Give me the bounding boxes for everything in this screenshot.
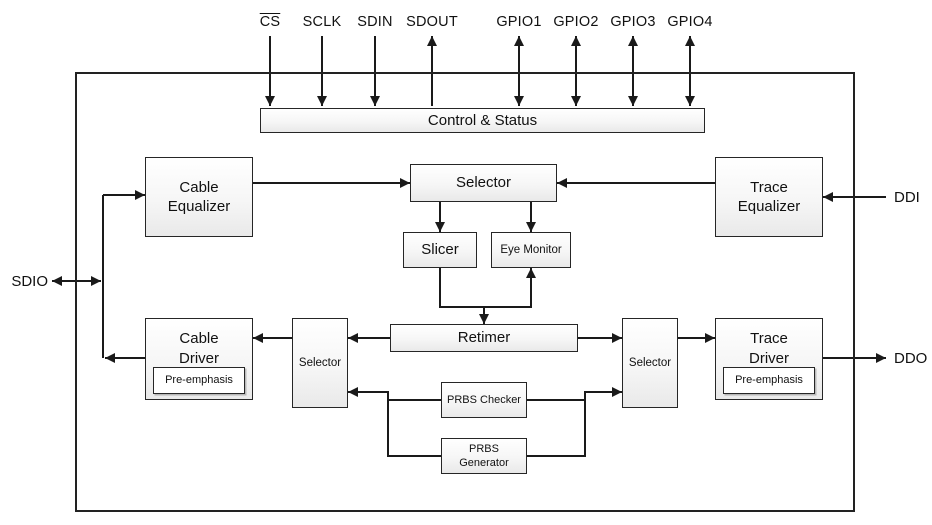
block-control-status: Control & Status xyxy=(260,108,705,133)
block-cable-driver: Cable Driver Pre-emphasis xyxy=(145,318,253,400)
line-prbs-gen-to-left-selector xyxy=(348,387,441,457)
block-prbs-generator: PRBS Generator xyxy=(441,438,527,474)
block-selector-output-right: Selector xyxy=(622,318,678,408)
pin-label-ddi: DDI xyxy=(894,189,920,206)
pin-label-gpio2: GPIO2 xyxy=(553,14,599,30)
cable-driver-label: Cable Driver xyxy=(179,330,219,367)
line-prbs-gen-to-right-selector xyxy=(527,387,622,457)
block-trace-driver-pre-emphasis: Pre-emphasis xyxy=(723,367,815,394)
pin-label-cs: CS xyxy=(259,14,281,30)
block-prbs-checker: PRBS Checker xyxy=(441,382,527,418)
pre-emphasis-label: Pre-emphasis xyxy=(165,374,233,387)
block-trace-equalizer: Trace Equalizer xyxy=(715,157,823,237)
pin-label-gpio1: GPIO1 xyxy=(496,14,542,30)
block-selector-input: Selector xyxy=(410,164,557,202)
pin-label-sdio: SDIO xyxy=(11,273,48,290)
pin-label-sdout: SDOUT xyxy=(406,14,458,30)
pin-label-gpio4: GPIO4 xyxy=(667,14,713,30)
pin-label-gpio3: GPIO3 xyxy=(610,14,656,30)
block-slicer: Slicer xyxy=(403,232,477,268)
prbs-lines xyxy=(348,387,622,457)
block-retimer: Retimer xyxy=(390,324,578,352)
chip-boundary xyxy=(75,72,855,512)
pin-label-sdin: SDIN xyxy=(357,14,393,30)
pin-label-ddo: DDO xyxy=(894,350,928,367)
line-slicer-to-eye-monitor xyxy=(439,268,536,308)
block-cable-equalizer: Cable Equalizer xyxy=(145,157,253,237)
block-eye-monitor: Eye Monitor xyxy=(491,232,571,268)
top-pin-arrows xyxy=(265,36,695,106)
block-cable-driver-pre-emphasis: Pre-emphasis xyxy=(153,367,245,394)
trace-driver-label: Trace Driver xyxy=(749,330,789,367)
pin-label-sclk: SCLK xyxy=(302,14,342,30)
block-selector-output-left: Selector xyxy=(292,318,348,408)
pre-emphasis-label: Pre-emphasis xyxy=(735,374,803,387)
block-trace-driver: Trace Driver Pre-emphasis xyxy=(715,318,823,400)
